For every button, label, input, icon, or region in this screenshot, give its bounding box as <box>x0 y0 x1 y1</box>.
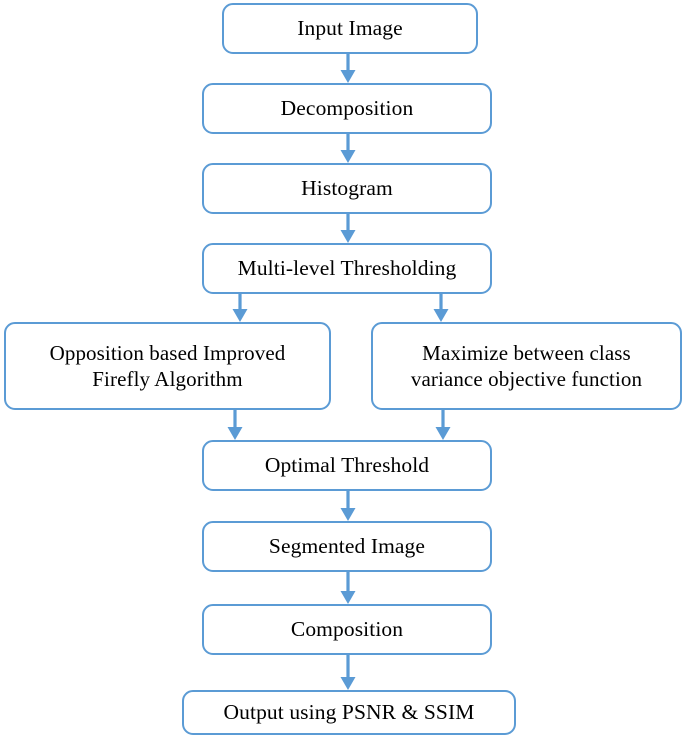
arrow-maximize-to-optimal-threshold <box>435 410 451 440</box>
node-output-psnr-ssim[interactable]: Output using PSNR & SSIM <box>182 690 516 735</box>
node-label-maximize-variance: Maximize between class variance objectiv… <box>410 340 643 391</box>
node-label-segmented-image: Segmented Image <box>268 534 426 559</box>
node-label-output-psnr-ssim: Output using PSNR & SSIM <box>223 700 475 725</box>
node-label-decomposition: Decomposition <box>280 96 414 121</box>
node-label-opposition-firefly: Opposition based Improved Firefly Algori… <box>49 340 286 391</box>
node-multi-level-thresholding[interactable]: Multi-level Thresholding <box>202 243 492 294</box>
node-label-histogram: Histogram <box>301 176 393 201</box>
node-optimal-threshold[interactable]: Optimal Threshold <box>202 440 492 491</box>
node-input-image[interactable]: Input Image <box>222 3 478 54</box>
node-maximize-variance[interactable]: Maximize between class variance objectiv… <box>371 322 682 410</box>
arrow-histogram-to-thresholding <box>340 214 356 243</box>
arrow-thresholding-to-maximize <box>433 294 449 322</box>
node-segmented-image[interactable]: Segmented Image <box>202 521 492 572</box>
arrow-input-to-decomposition <box>340 54 356 83</box>
arrow-firefly-to-optimal-threshold <box>227 410 243 440</box>
node-histogram[interactable]: Histogram <box>202 163 492 214</box>
arrow-thresholding-to-firefly <box>232 294 248 322</box>
node-opposition-firefly[interactable]: Opposition based Improved Firefly Algori… <box>4 322 331 410</box>
node-label-composition: Composition <box>290 617 404 642</box>
node-label-input-image: Input Image <box>297 16 403 41</box>
arrow-optimal-to-segmented <box>340 491 356 521</box>
node-label-multi-level-thresholding: Multi-level Thresholding <box>237 256 457 281</box>
node-decomposition[interactable]: Decomposition <box>202 83 492 134</box>
arrow-decomposition-to-histogram <box>340 134 356 163</box>
node-label-optimal-threshold: Optimal Threshold <box>264 453 430 478</box>
arrow-segmented-to-composition <box>340 572 356 604</box>
arrow-composition-to-output <box>340 655 356 690</box>
node-composition[interactable]: Composition <box>202 604 492 655</box>
